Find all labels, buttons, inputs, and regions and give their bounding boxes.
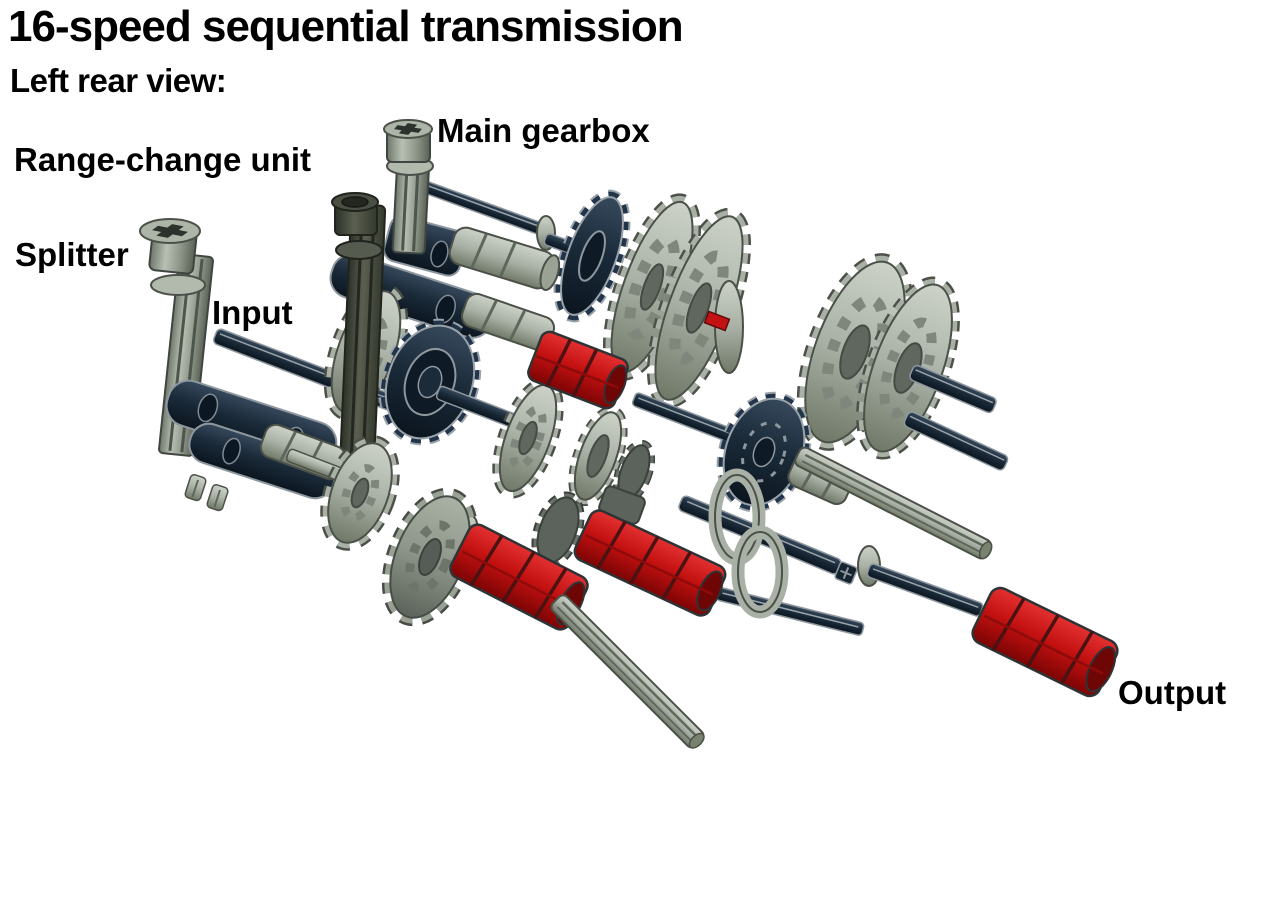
small-dark-gear (531, 491, 585, 569)
gear (568, 405, 628, 507)
main-gearbox-lever (383, 119, 434, 255)
bottom-shaft (285, 435, 1119, 749)
red-clutch-sliver (703, 310, 731, 332)
pin-stub (206, 484, 229, 512)
main-gearbox-shaft (422, 181, 1009, 471)
callout-input: Input (212, 294, 293, 331)
bevel-gear-dark (553, 189, 631, 323)
axle-joiner (448, 226, 561, 291)
callout-main-gearbox: Main gearbox (437, 112, 650, 149)
long-axle-light (794, 446, 993, 560)
gear (320, 435, 400, 551)
gear (492, 377, 564, 499)
axle-cross-hole (394, 123, 422, 135)
view-caption: Left rear view: (10, 62, 227, 99)
callout-output: Output (1118, 674, 1227, 711)
output-red-connector (971, 586, 1119, 698)
ring-bushing-edge (737, 531, 783, 613)
selector-levers (139, 119, 434, 512)
long-axle-light (550, 594, 705, 749)
range-change-lever (331, 192, 387, 497)
axle-tip (903, 411, 1009, 471)
output-axle (866, 563, 984, 617)
pin-stub (184, 474, 207, 502)
axle-cross-end (834, 561, 858, 585)
red-axle-connector (527, 330, 629, 410)
callout-splitter: Splitter (15, 236, 129, 273)
axle-cross-hole (152, 224, 188, 238)
mid-shaft (435, 330, 993, 560)
red-axle-connector (573, 509, 727, 617)
axle-tip (909, 364, 997, 414)
callout-range-change-unit: Range-change unit (14, 141, 312, 178)
page-title: 16-speed sequential transmission (8, 2, 684, 51)
